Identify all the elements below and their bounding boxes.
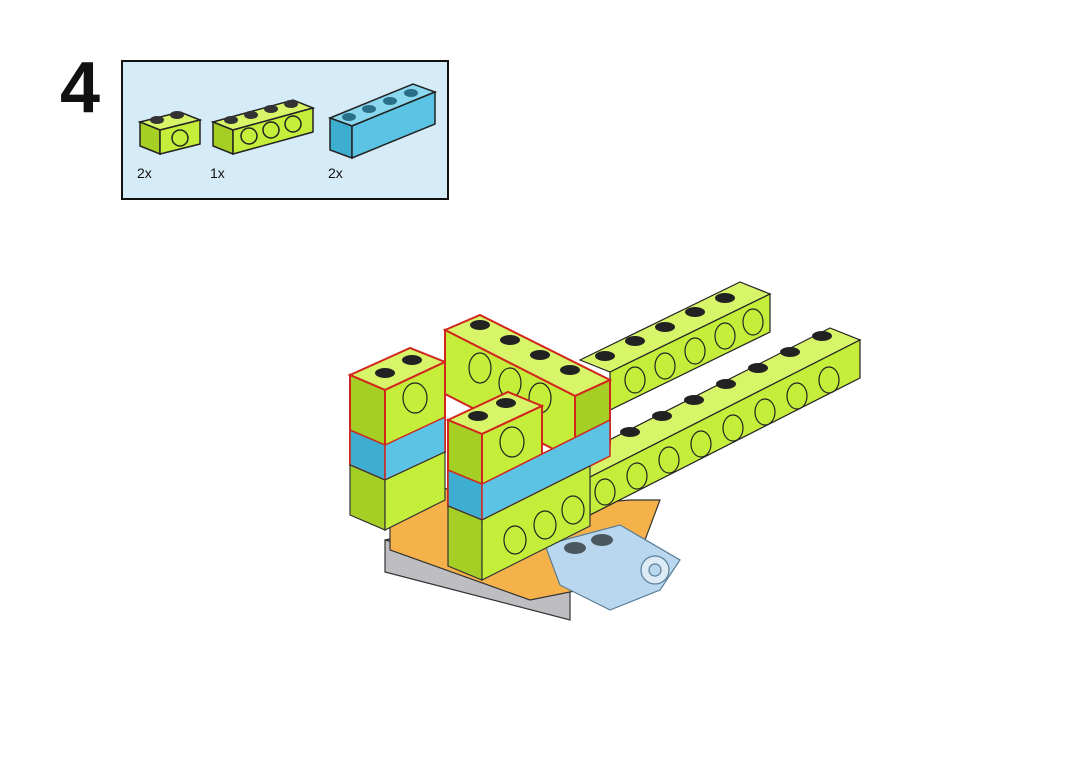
- technic-brick-1x2-icon: [137, 111, 203, 156]
- technic-beam-back: [578, 281, 772, 411]
- assembly-illustration: [347, 281, 862, 621]
- left-brick-stack: [347, 346, 448, 531]
- technic-beam-front: [558, 327, 862, 516]
- technic-brick-1x4-icon: [210, 99, 316, 156]
- parts-list-panel: 2x 1x 2x: [121, 60, 449, 200]
- trans-connector: [544, 524, 681, 611]
- part-quantity: 2x: [328, 165, 343, 181]
- step-number: 4: [60, 48, 101, 128]
- part-quantity: 2x: [137, 165, 152, 181]
- parts-illustrations: [137, 83, 438, 160]
- front-brick-stack: [445, 390, 611, 581]
- part-quantity: 1x: [210, 165, 225, 181]
- brick-1x4-icon: [327, 83, 438, 160]
